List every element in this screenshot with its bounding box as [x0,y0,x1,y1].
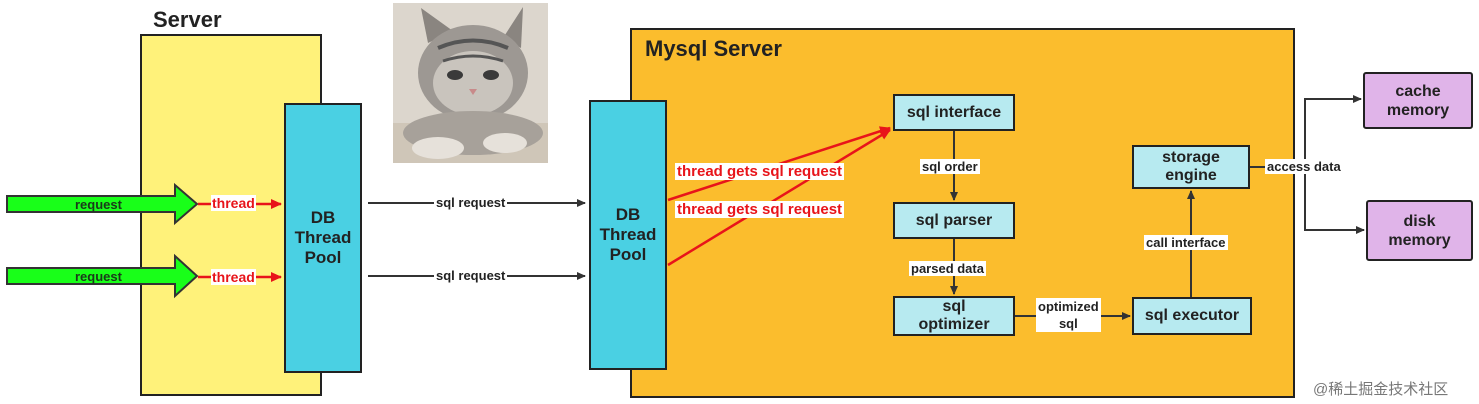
thread-label-1: thread [211,195,256,211]
mysql-db-thread-pool: DB Thread Pool [589,100,667,370]
request-arrow-2 [6,253,199,299]
watermark-text: @稀土掘金技术社区 [1313,381,1449,398]
sql-parser-node: sql parser [893,202,1015,239]
to-disk-arrow [1304,167,1365,234]
mysql-server-title: Mysql Server [645,36,782,61]
thread-label-2: thread [211,269,256,285]
cache-memory-box: cache memory [1363,72,1473,129]
optimized-sql-label: optimized sql [1036,298,1101,332]
server-title: Server [153,7,222,32]
sql-optimizer-node: sql optimizer [893,296,1015,336]
call-interface-label: call interface [1144,235,1228,250]
request-label-1: request [75,197,122,212]
sql-request-label-2: sql request [434,268,508,283]
thread-gets-arrow-2 [667,128,891,267]
request-label-2: request [75,269,122,284]
sql-order-label: sql order [920,159,980,174]
cat-photo [393,3,548,163]
disk-memory-box: disk memory [1366,200,1473,261]
storage-engine-node: storage engine [1132,145,1250,189]
parsed-data-label: parsed data [909,261,986,276]
sql-interface-node: sql interface [893,94,1015,131]
thread-gets-label-1: thread gets sql request [675,163,845,180]
thread-gets-label-2: thread gets sql request [675,201,845,218]
access-data-label: access data [1265,159,1343,174]
to-cache-arrow [1304,95,1362,167]
server-db-thread-pool: DB Thread Pool [284,103,362,373]
request-arrow-1 [6,182,199,226]
sql-request-label-1: sql request [434,195,508,210]
sql-executor-node: sql executor [1132,297,1252,335]
